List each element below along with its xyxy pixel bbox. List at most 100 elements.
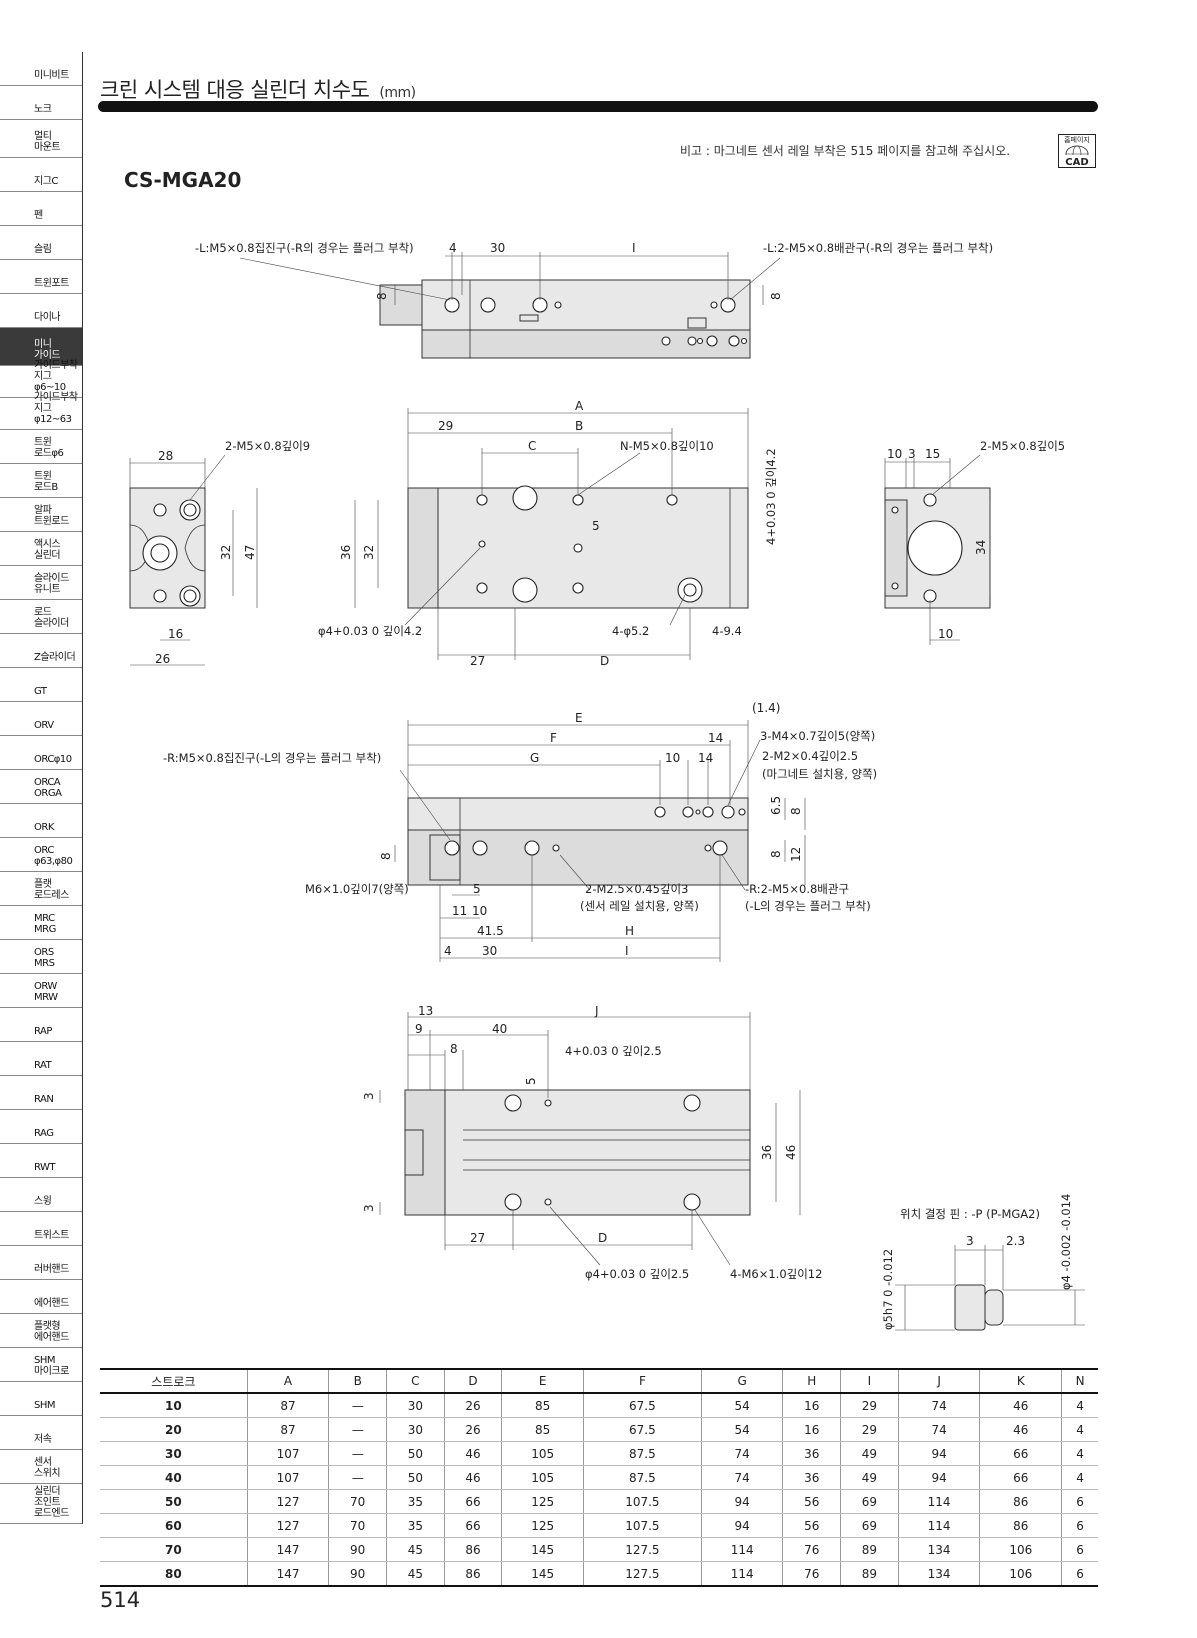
sidebar-item[interactable]: 미니 가이드 [0, 328, 82, 366]
table-cell: 74 [897, 1393, 980, 1418]
sidebar-item[interactable]: 플랫 로드레스 [0, 872, 82, 906]
reference-note: 비고 : 마그네트 센서 레일 부착은 515 페이지를 참고해 주십시오. [680, 144, 1011, 158]
table-cell: 107.5 [582, 1513, 702, 1538]
sidebar-item[interactable]: 트윈포트 [0, 260, 82, 294]
note-m2-b: (마그네트 설치용, 양쪽) [762, 767, 877, 781]
title-underline-bar [98, 101, 1098, 112]
table-cell: 69 [840, 1513, 899, 1538]
table-cell: 70 [328, 1489, 387, 1514]
dim-26: 26 [155, 652, 170, 666]
sidebar-item[interactable]: RAT [0, 1042, 82, 1076]
sidebar-item[interactable]: SHM [0, 1382, 82, 1416]
dim-46: 46 [784, 1145, 798, 1160]
table-cell: 56 [782, 1489, 841, 1514]
dim-D-plan: D [600, 654, 609, 668]
sidebar-item[interactable]: 저속 [0, 1416, 82, 1450]
table-cell: 66 [979, 1465, 1062, 1490]
dim-3-bottom-low: 3 [362, 1204, 376, 1212]
dim-3-pin: 3 [966, 1234, 974, 1248]
sidebar-item[interactable]: 센서 스위치 [0, 1450, 82, 1484]
table-cell: 127 [246, 1489, 329, 1514]
dim-12: 12 [789, 847, 803, 862]
sidebar-item[interactable]: 가이드부착지그 φ12~63 [0, 392, 82, 430]
table-cell: 76 [782, 1561, 841, 1587]
sidebar-item[interactable]: ORC φ63,φ80 [0, 838, 82, 872]
table-cell: 66 [443, 1513, 502, 1538]
sidebar-item[interactable]: 슬라이드 유니트 [0, 566, 82, 600]
sidebar-item[interactable]: Z슬라이더 [0, 634, 82, 668]
sidebar-item[interactable]: ORCφ10 [0, 736, 82, 770]
sidebar-item[interactable]: SHM 마이크로 [0, 1348, 82, 1382]
sidebar-item[interactable]: 실린더 조인트 로드엔드 [0, 1484, 82, 1524]
dim-36-bottom: 36 [760, 1145, 774, 1160]
cad-download-icon[interactable]: 홈페이지 CAD [1058, 134, 1096, 168]
table-cell: 54 [700, 1417, 783, 1442]
table-cell: 69 [840, 1489, 899, 1514]
sidebar-item[interactable]: RWT [0, 1144, 82, 1178]
sidebar-item[interactable]: ORV [0, 702, 82, 736]
dim-3-bottom-top: 3 [362, 1092, 376, 1100]
sidebar-item[interactable]: 스윙 [0, 1178, 82, 1212]
sidebar-item[interactable]: 트위스트 [0, 1212, 82, 1246]
table-cell: 114 [700, 1561, 783, 1587]
table-cell: 6 [1061, 1561, 1098, 1587]
sidebar-item[interactable]: 액시스 실린더 [0, 532, 82, 566]
table-header-cell: G [700, 1368, 783, 1394]
sidebar-item[interactable]: 로드 슬라이더 [0, 600, 82, 634]
sidebar-item[interactable]: 노크 [0, 86, 82, 120]
dim-16: 16 [168, 627, 183, 641]
table-cell: 125 [501, 1513, 584, 1538]
dim-10-bottom: 10 [938, 627, 953, 641]
table-cell: 145 [501, 1561, 584, 1587]
table-cell: 87.5 [582, 1441, 702, 1466]
sidebar-item[interactable]: 러버핸드 [0, 1246, 82, 1280]
sidebar-item[interactable]: ORCA ORGA [0, 770, 82, 804]
pin-dia-1: φ5h7 0 -0.012 [881, 1249, 895, 1330]
table-cell: 94 [700, 1513, 783, 1538]
sidebar-item[interactable]: 펜 [0, 192, 82, 226]
table-cell: 105 [501, 1441, 584, 1466]
sidebar-item[interactable]: 지그C [0, 158, 82, 192]
table-cell: 50 [386, 1465, 445, 1490]
sidebar-item[interactable]: 다이나 [0, 294, 82, 328]
sidebar-item[interactable]: RAN [0, 1076, 82, 1110]
table-cell: 46 [979, 1393, 1062, 1418]
sidebar-item[interactable]: 슬림 [0, 226, 82, 260]
dim-A: A [575, 399, 584, 413]
sidebar-item[interactable]: 멀티 마운트 [0, 120, 82, 158]
table-cell: 94 [897, 1441, 980, 1466]
table-cell: 30 [100, 1441, 248, 1466]
note-m5-depth5: 2-M5×0.8깊이5 [980, 439, 1065, 453]
dim-J: J [594, 1004, 599, 1018]
sidebar-item[interactable]: ORK [0, 804, 82, 838]
table-header-cell: B [328, 1368, 387, 1394]
sidebar-item[interactable]: 미니비트 [0, 52, 82, 86]
sidebar-item[interactable]: 트윈 로드B [0, 464, 82, 498]
note-bottom-pin2: φ4+0.03 0 깊이2.5 [585, 1267, 689, 1281]
sidebar-item[interactable]: MRC MRG [0, 906, 82, 940]
table-cell: 26 [443, 1417, 502, 1442]
table-cell: 36 [782, 1465, 841, 1490]
bottom-body [444, 1089, 751, 1216]
table-cell: 30 [386, 1417, 445, 1442]
sidebar-item[interactable]: ORS MRS [0, 940, 82, 974]
sidebar-item[interactable]: 트윈 로드φ6 [0, 430, 82, 464]
sidebar-item[interactable]: ORW MRW [0, 974, 82, 1008]
table-cell: 4 [1061, 1417, 1098, 1442]
note-bottom-pin1: 4+0.03 0 깊이2.5 [565, 1044, 662, 1058]
sidebar-item[interactable]: 플랫형 에어핸드 [0, 1314, 82, 1348]
sidebar-item[interactable]: GT [0, 668, 82, 702]
sidebar-item[interactable]: 알파 트윈로드 [0, 498, 82, 532]
table-cell: 16 [782, 1393, 841, 1418]
dim-8-left: 8 [375, 292, 389, 300]
sidebar-item[interactable]: RAG [0, 1110, 82, 1144]
table-cell: 46 [443, 1465, 502, 1490]
view-bottom: 13 J 9 40 8 4+0.03 0 깊이2.5 5 3 3 36 46 2… [362, 1004, 822, 1281]
sidebar-item[interactable]: 가이드부착지그 φ6~10 [0, 360, 82, 398]
sidebar-item[interactable]: 에어핸드 [0, 1280, 82, 1314]
sidebar-item[interactable]: RAP [0, 1008, 82, 1042]
table-cell: 40 [100, 1465, 248, 1490]
table-cell: 56 [782, 1513, 841, 1538]
